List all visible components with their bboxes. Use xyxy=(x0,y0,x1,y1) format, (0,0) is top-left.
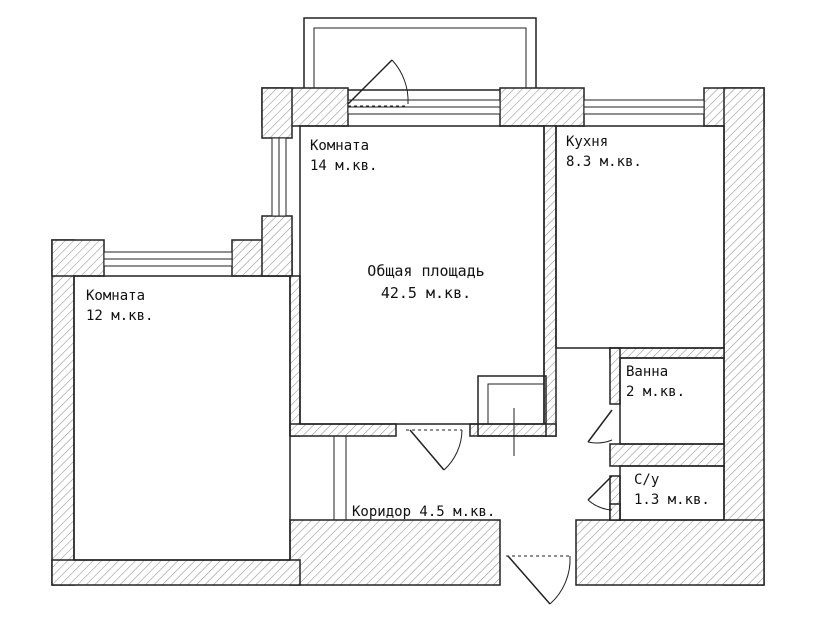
corridor-label: Коридор 4.5 м.кв. xyxy=(352,504,495,520)
room-labels: Комната 14 м.кв. Кухня 8.3 м.кв. Комната… xyxy=(86,134,710,520)
total-area-label: Общая площадь xyxy=(367,262,484,280)
wc-name: С/у xyxy=(634,472,659,488)
kitchen-area: 8.3 м.кв. xyxy=(566,154,642,170)
kitchen-name: Кухня xyxy=(566,134,608,150)
bath-name: Ванна xyxy=(626,364,668,380)
outer-walls xyxy=(51,87,765,586)
doors xyxy=(347,59,613,605)
bath-area: 2 м.кв. xyxy=(626,384,685,400)
wc-area: 1.3 м.кв. xyxy=(634,492,710,508)
windows xyxy=(103,99,705,267)
room-12-area: 12 м.кв. xyxy=(86,308,153,324)
room-14-area: 14 м.кв. xyxy=(310,158,377,174)
room-12-name: Комната xyxy=(86,288,145,304)
room-outlines xyxy=(73,125,725,561)
total-area-value: 42.5 м.кв. xyxy=(381,284,471,302)
room-14-name: Комната xyxy=(310,138,369,154)
balcony xyxy=(303,17,537,91)
inner-walls xyxy=(289,125,725,521)
